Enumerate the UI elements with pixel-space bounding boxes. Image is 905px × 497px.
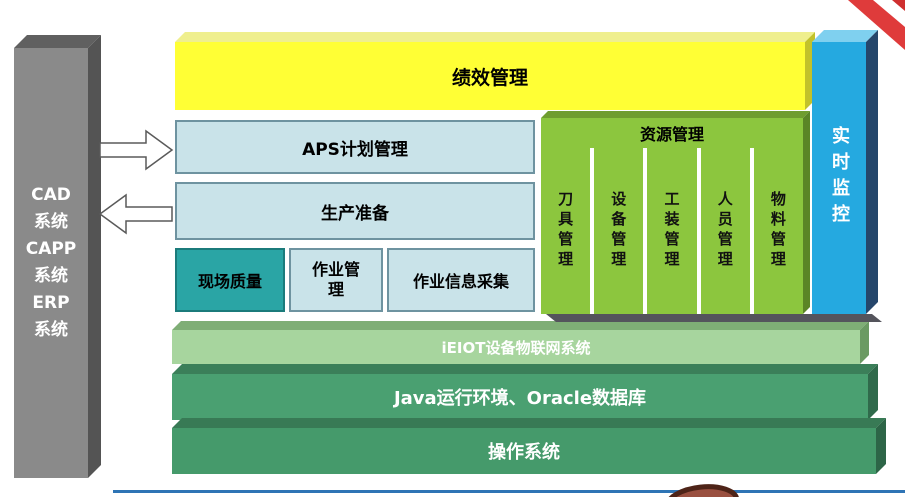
external-system-line: CAPP bbox=[25, 239, 77, 259]
flow-arrow-right-icon bbox=[99, 129, 174, 171]
resource-col-materials: 物料管理 bbox=[753, 148, 804, 314]
job-management-label: 作业管理 bbox=[311, 260, 360, 299]
platform-bar-ieiot-iot: iEIOT设备物联网系统 bbox=[172, 330, 860, 364]
corner-ribbon-tip bbox=[892, 0, 905, 11]
flow-arrow-left-icon bbox=[98, 193, 173, 235]
resource-col-label: 刀具管理 bbox=[556, 191, 575, 271]
realtime-monitor-label: 实时监控 bbox=[829, 126, 850, 230]
resource-col-label: 设备管理 bbox=[609, 191, 628, 271]
platform-bar-operating-system: 操作系统 bbox=[172, 428, 876, 474]
realtime-monitor-bar: 实时监控 bbox=[812, 42, 866, 314]
site-quality-box: 现场质量 bbox=[175, 248, 285, 312]
resource-management-group: 资源管理 刀具管理 设备管理 工装管理 人员管理 物料管理 bbox=[541, 118, 804, 314]
resource-shadow-strip bbox=[546, 314, 882, 322]
resource-management-header: 资源管理 bbox=[541, 118, 803, 148]
resource-col-label: 物料管理 bbox=[768, 191, 787, 271]
external-systems-panel: CAD 系统 CAPP 系统 ERP 系统 bbox=[14, 48, 88, 478]
production-preparation-box: 生产准备 bbox=[175, 182, 535, 240]
external-system-line: CAD bbox=[31, 185, 71, 205]
external-system-line: ERP bbox=[32, 293, 70, 313]
bottom-rule bbox=[113, 490, 905, 493]
external-system-line: 系统 bbox=[34, 212, 68, 232]
resource-col-equipment: 设备管理 bbox=[594, 148, 644, 314]
resource-col-personnel: 人员管理 bbox=[700, 148, 750, 314]
aps-plan-management-box: APS计划管理 bbox=[175, 120, 535, 174]
job-info-collection-box: 作业信息采集 bbox=[387, 248, 535, 312]
platform-bar-java-oracle: Java运行环境、Oracle数据库 bbox=[172, 374, 868, 420]
resource-col-tools: 刀具管理 bbox=[541, 148, 591, 314]
job-management-box: 作业管理 bbox=[289, 248, 383, 312]
resource-columns: 刀具管理 设备管理 工装管理 人员管理 物料管理 bbox=[541, 148, 804, 314]
external-system-line: 系统 bbox=[34, 320, 68, 340]
resource-col-label: 工装管理 bbox=[662, 191, 681, 271]
resource-col-label: 人员管理 bbox=[715, 191, 734, 271]
external-system-line: 系统 bbox=[34, 266, 68, 286]
performance-management-bar: 绩效管理 bbox=[175, 42, 805, 110]
resource-col-fixtures: 工装管理 bbox=[647, 148, 697, 314]
bottom-logo-fragment bbox=[664, 484, 740, 497]
